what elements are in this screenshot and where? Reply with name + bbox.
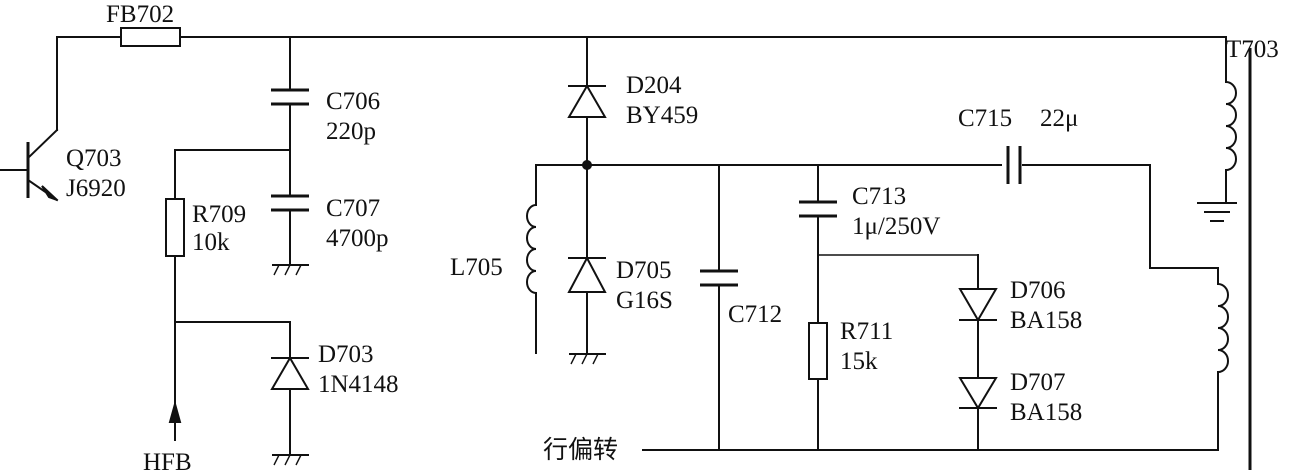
t703-secondary-winding — [1149, 164, 1229, 451]
ground-symbol — [272, 264, 309, 276]
d204-diode — [567, 36, 607, 259]
ground-symbol — [569, 353, 606, 365]
d703-value-label: 1N4148 — [318, 371, 399, 398]
c713-capacitor — [799, 164, 837, 324]
q703-value-label: J6920 — [66, 175, 126, 202]
d707-diode — [958, 377, 998, 451]
t703-ref-label: T703 — [1226, 36, 1279, 63]
d705-diode — [567, 255, 607, 355]
d204-value-label: BY459 — [626, 102, 698, 129]
c713-value-label: 1μ/250V — [852, 213, 940, 240]
d703-ref-label: D703 — [318, 341, 374, 368]
l705-ref-label: L705 — [450, 254, 503, 281]
q703-transistor — [0, 36, 59, 202]
c707-ref-label: C707 — [326, 195, 380, 222]
l705-inductor — [526, 164, 538, 354]
d204-ref-label: D204 — [626, 72, 682, 99]
d706-diode — [818, 254, 998, 379]
c712-ref-label: C712 — [728, 301, 782, 328]
c713-ref-label: C713 — [852, 183, 906, 210]
top-supply-bus — [56, 36, 1227, 83]
r711-ref-label: R711 — [840, 318, 893, 345]
ground-symbol — [1197, 202, 1237, 222]
horizontal-yoke-label: 行偏转 — [543, 435, 618, 464]
c707-value-label: 4700p — [326, 225, 389, 252]
ground-symbol — [272, 454, 309, 466]
r709-value-label: 10k — [192, 229, 230, 256]
r711-value-label: 15k — [840, 348, 878, 375]
d706-ref-label: D706 — [1010, 277, 1066, 304]
t703-primary-winding — [1224, 80, 1237, 204]
r711-resistor — [808, 322, 828, 451]
c706-capacitor — [271, 36, 309, 197]
q703-ref-label: Q703 — [66, 145, 122, 172]
fb702-ref-label: FB702 — [106, 1, 174, 28]
fb702-ferrite-bead — [120, 27, 181, 47]
middle-node-bus — [535, 160, 1151, 170]
d705-ref-label: D705 — [616, 257, 672, 284]
c706-ref-label: C706 — [326, 88, 380, 115]
c715-ref-label: C715 — [958, 105, 1012, 132]
hfb-input-arrow — [168, 400, 182, 423]
r709-resistor — [165, 149, 291, 441]
d707-value-label: BA158 — [1010, 399, 1082, 426]
d707-ref-label: D707 — [1010, 369, 1066, 396]
c707-capacitor — [271, 194, 309, 266]
d706-value-label: BA158 — [1010, 307, 1082, 334]
c715-capacitor — [1006, 146, 1022, 184]
c706-value-label: 220p — [326, 118, 376, 145]
d705-value-label: G16S — [616, 287, 673, 314]
c712-capacitor — [700, 164, 738, 451]
c715-value-label: 22μ — [1040, 105, 1078, 132]
d703-diode — [174, 321, 310, 456]
hfb-signal-label: HFB — [143, 449, 192, 473]
r709-ref-label: R709 — [192, 201, 246, 228]
